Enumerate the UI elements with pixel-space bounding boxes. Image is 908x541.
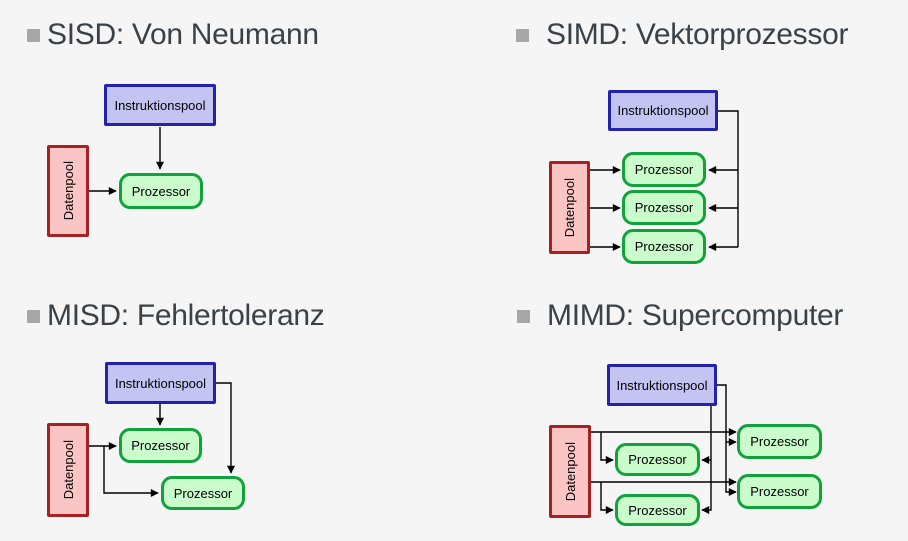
instruktionspool-label: Instruktionspool [616, 377, 708, 393]
connector-wires-misd [89, 382, 235, 497]
section-title-mimd: MIMD: Supercomputer [547, 299, 844, 332]
datenpool-box: Datenpool [549, 161, 590, 254]
connector-wires-mimd [591, 384, 737, 514]
datenpool-box: Datenpool [47, 423, 89, 517]
instruktionspool-box: Instruktionspool [104, 84, 216, 126]
prozessor-box: Prozessor [622, 152, 706, 187]
section-title-sisd: SISD: Von Neumann [47, 18, 319, 51]
prozessor-label: Prozessor [634, 239, 694, 254]
instruktionspool-box: Instruktionspool [607, 364, 717, 406]
quadrant-simd: SIMD: Vektorprozessor Instruktionspool D… [454, 0, 908, 271]
prozessor-box: Prozessor [615, 494, 700, 526]
quadrant-sisd: SISD: Von Neumann Instruktionspool Daten… [0, 0, 454, 271]
datenpool-label: Datenpool [60, 161, 76, 221]
instruktionspool-label: Instruktionspool [617, 103, 709, 118]
prozessor-label: Prozessor [131, 183, 191, 199]
bullet-icon [27, 29, 40, 42]
prozessor-box: Prozessor [737, 474, 822, 509]
prozessor-box: Prozessor [737, 424, 822, 459]
quadrant-mimd: MIMD: Supercomputer Instruktionspool Dat… [454, 270, 908, 541]
prozessor-box: Prozessor [119, 173, 203, 209]
prozessor-label: Prozessor [131, 438, 190, 453]
section-title-misd: MISD: Fehlertoleranz [47, 299, 325, 332]
datenpool-box: Datenpool [549, 425, 591, 518]
instruktionspool-label: Instruktionspool [114, 375, 207, 391]
datenpool-label: Datenpool [562, 441, 578, 502]
prozessor-label: Prozessor [173, 485, 233, 501]
instruktionspool-box: Instruktionspool [105, 362, 216, 404]
prozessor-label: Prozessor [628, 452, 687, 467]
bullet-icon [27, 310, 40, 323]
bullet-icon [517, 310, 530, 323]
prozessor-box: Prozessor [161, 476, 245, 510]
datenpool-box: Datenpool [47, 145, 89, 237]
instruktionspool-label: Instruktionspool [114, 97, 206, 113]
section-title-simd: SIMD: Vektorprozessor [546, 18, 849, 51]
prozessor-label: Prozessor [750, 434, 809, 449]
prozessor-box: Prozessor [622, 190, 706, 225]
prozessor-box: Prozessor [615, 443, 700, 476]
prozessor-label: Prozessor [634, 200, 694, 215]
prozessor-label: Prozessor [628, 502, 687, 518]
quadrant-misd: MISD: Fehlertoleranz Instruktionspool Da… [0, 270, 454, 541]
connector-wires-simd [590, 110, 739, 251]
prozessor-label: Prozessor [750, 484, 809, 499]
prozessor-box: Prozessor [622, 229, 706, 264]
bullet-icon [516, 29, 529, 42]
connector-wires-sisd [89, 127, 164, 195]
datenpool-label: Datenpool [562, 177, 577, 238]
prozessor-label: Prozessor [634, 162, 694, 177]
datenpool-label: Datenpool [60, 440, 76, 500]
prozessor-box: Prozessor [119, 428, 202, 463]
instruktionspool-box: Instruktionspool [608, 90, 718, 131]
